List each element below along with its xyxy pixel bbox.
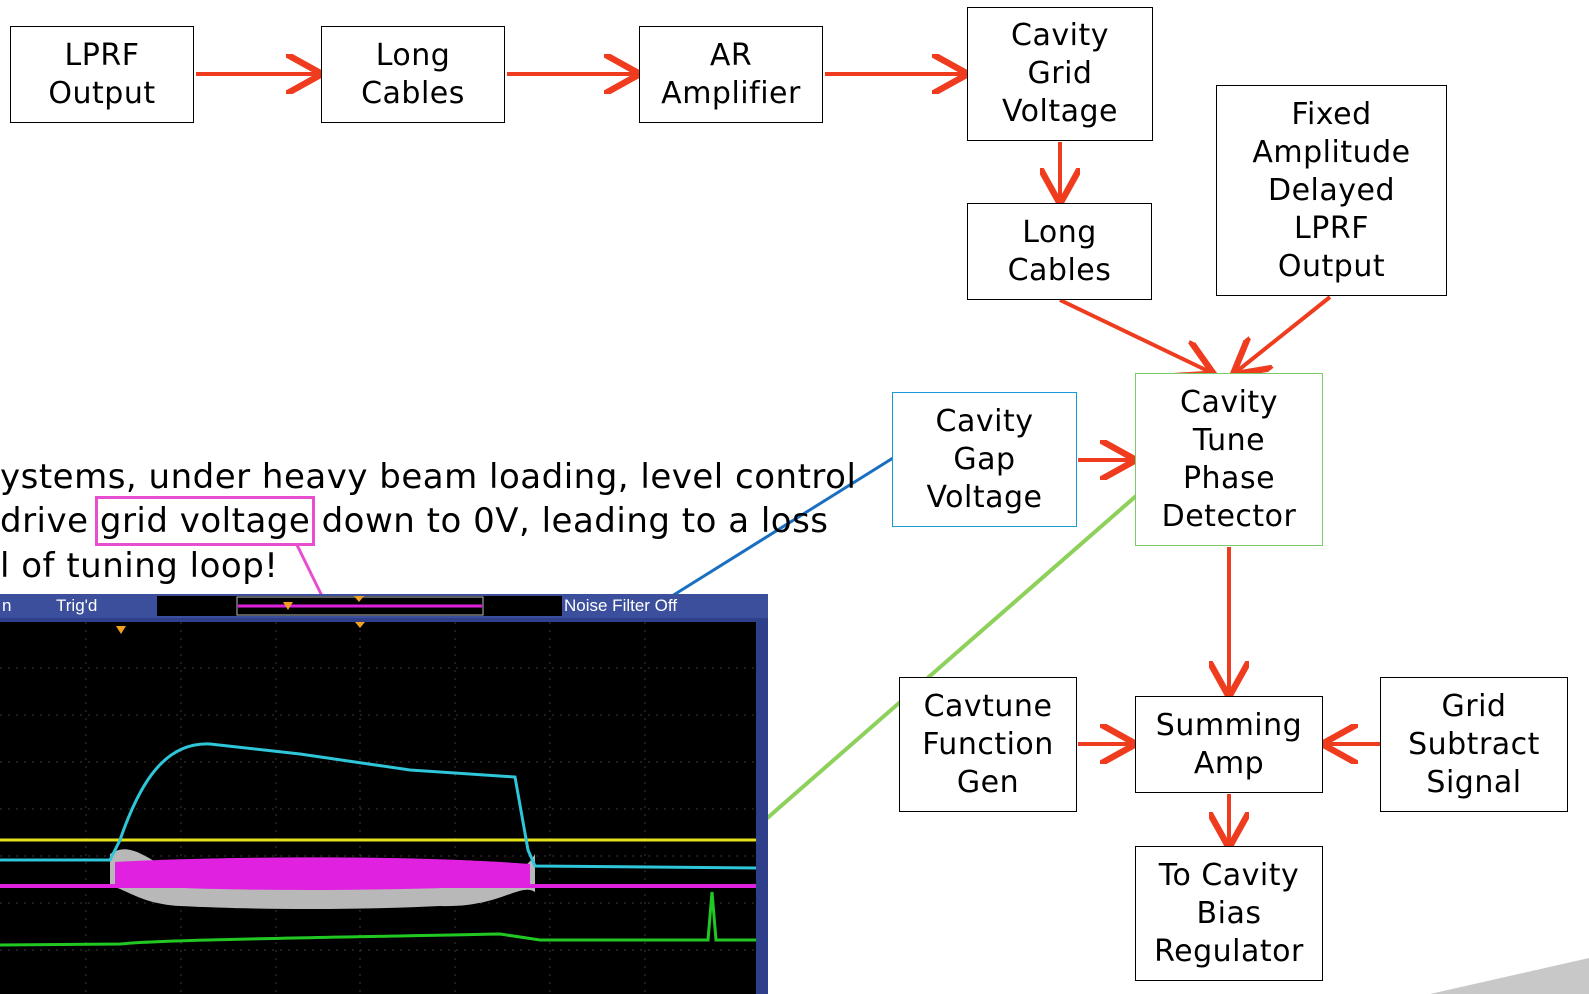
caption-line-1: ystems, under heavy beam loading, level …	[0, 457, 857, 497]
highlighted-phrase: grid voltage	[94, 496, 316, 546]
caption-line-2-end: down to 0V, leading to a loss	[310, 501, 829, 541]
cavtune-function-gen-box: Cavtune Function Gen	[899, 677, 1077, 812]
long-cables-box-2: Long Cables	[967, 203, 1152, 300]
arrow-cables-to-detector	[1059, 298, 1210, 372]
phase-detector-box: Cavity Tune Phase Detector	[1135, 373, 1323, 546]
magenta-trace	[115, 857, 530, 890]
callout-highlight-line	[295, 544, 324, 597]
scope-status-left: n	[2, 596, 12, 615]
cyan-trace	[0, 742, 757, 870]
corner-decoration	[1430, 958, 1589, 994]
lprf-output-box: LPRF Output	[10, 26, 194, 123]
caption-line-2: drive grid voltage down to 0V, leading t…	[0, 496, 829, 546]
cavity-grid-voltage-box: Cavity Grid Voltage	[967, 7, 1153, 141]
long-cables-box-1: Long Cables	[321, 26, 505, 123]
fixed-amplitude-box: Fixed Amplitude Delayed LPRF Output	[1216, 85, 1447, 296]
green-trace	[0, 891, 756, 947]
grid-subtract-signal-box: Grid Subtract Signal	[1380, 677, 1568, 812]
oscilloscope-screenshot: n Trig'd Noise Filter Off	[0, 594, 768, 994]
to-cavity-bias-box: To Cavity Bias Regulator	[1135, 846, 1323, 981]
trigger-marker-icon	[116, 626, 126, 634]
arrow-fixed-to-detector	[1236, 295, 1332, 372]
caption-line-2-start: drive	[0, 501, 100, 541]
ar-amplifier-box: AR Amplifier	[639, 26, 823, 123]
scope-record-window	[236, 596, 484, 616]
caption-line-3: l of tuning loop!	[0, 546, 279, 586]
scope-display	[0, 622, 757, 994]
callout-gap-line	[671, 456, 894, 598]
scope-noise-filter-label: Noise Filter Off	[564, 596, 678, 615]
scope-trigger-status: Trig'd	[56, 596, 98, 615]
scope-waveforms	[0, 622, 757, 994]
cavity-gap-voltage-box: Cavity Gap Voltage	[892, 392, 1077, 527]
summing-amp-box: Summing Amp	[1135, 696, 1323, 793]
